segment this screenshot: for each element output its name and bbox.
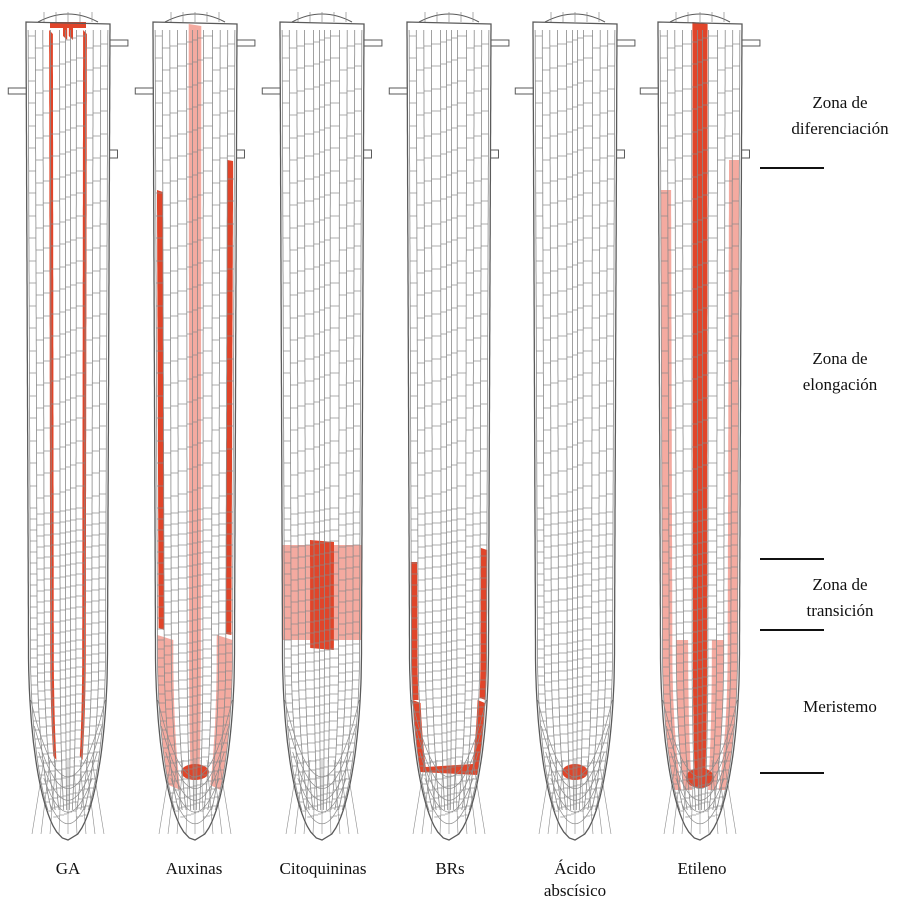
root-hair — [109, 150, 117, 158]
zone-label-meristem: Meristemo — [780, 694, 900, 720]
root-6 — [640, 12, 760, 840]
root-hair — [363, 150, 371, 158]
root-hair — [617, 40, 635, 46]
root-5 — [515, 12, 635, 840]
root-hair — [490, 150, 498, 158]
root-hair — [262, 88, 280, 94]
root-hair — [135, 88, 153, 94]
zone-label-elongation: Zona de elongación — [780, 346, 900, 398]
root-label-citoquininas: Citoquininas — [258, 858, 388, 880]
root-hair — [236, 150, 244, 158]
root-1 — [8, 12, 128, 840]
root-hair — [515, 88, 533, 94]
root-4 — [389, 12, 509, 840]
ethylene-stele-strong — [692, 22, 707, 780]
zone-label-transition: Zona de transición — [780, 572, 900, 624]
root-label-ga: GA — [3, 858, 133, 880]
zone-label-differentiation: Zona de diferenciación — [780, 90, 900, 142]
root-hair — [616, 150, 624, 158]
root-hair — [741, 150, 749, 158]
root-hair — [364, 40, 382, 46]
root-hair — [640, 88, 658, 94]
root-body-fill — [533, 22, 617, 840]
auxin-stele-light — [189, 24, 202, 770]
boundary-line-meristem-end — [760, 772, 824, 774]
root-label-auxinas: Auxinas — [129, 858, 259, 880]
root-3 — [262, 12, 382, 840]
root-hair — [8, 88, 26, 94]
root-hair — [491, 40, 509, 46]
root-body-fill — [26, 22, 110, 840]
root-2 — [135, 12, 255, 840]
root-body-fill — [280, 22, 364, 840]
root-label-brs: BRs — [385, 858, 515, 880]
root-label-etileno: Etileno — [637, 858, 767, 880]
root-hair — [742, 40, 760, 46]
root-hair — [389, 88, 407, 94]
boundary-line-transition-meristem — [760, 629, 824, 631]
root-hair — [110, 40, 128, 46]
boundary-line-elongation-transition — [760, 558, 824, 560]
boundary-line-differentiation-elongation — [760, 167, 824, 169]
root-label-acido-abscisico: Ácido abscísico — [510, 858, 640, 902]
root-hair — [237, 40, 255, 46]
